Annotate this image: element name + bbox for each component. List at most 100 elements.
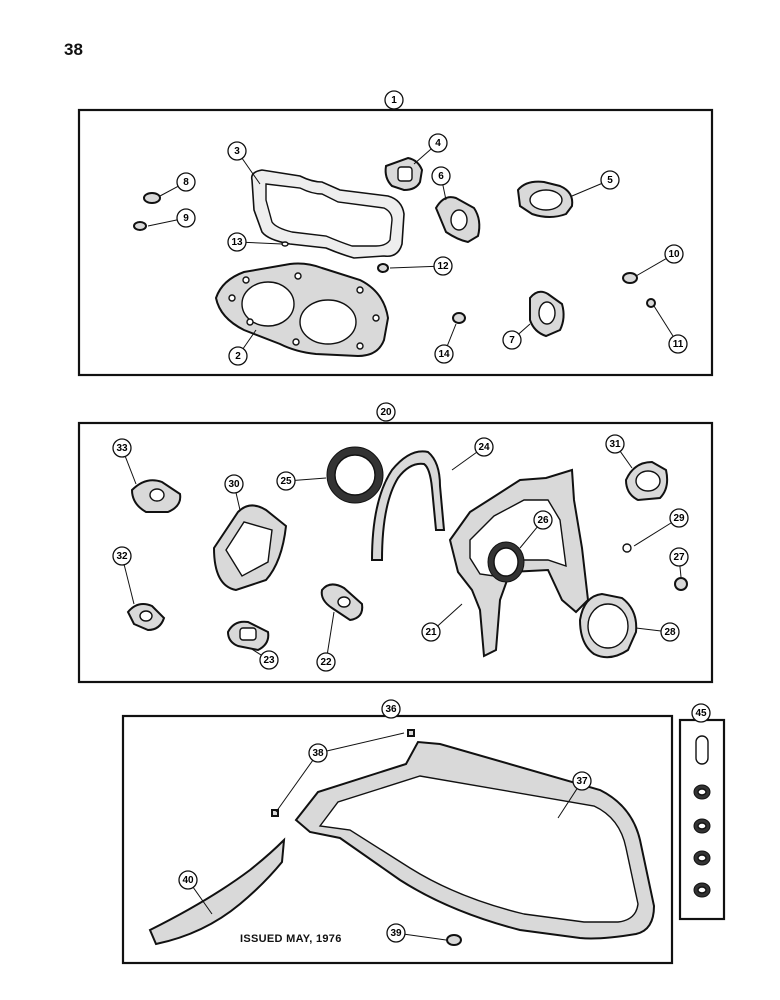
callout-5: 5 (571, 170, 620, 197)
callout-36: 36 (381, 699, 401, 719)
callout-circle-32 (112, 546, 132, 566)
callout-label-38: 38 (312, 748, 324, 759)
leader-32 (123, 564, 135, 605)
part-45-sleeve (695, 735, 709, 765)
callout-label-32: 32 (116, 551, 128, 562)
callout-8: 8 (159, 172, 196, 197)
callout-circle-14 (434, 344, 454, 364)
callout-circle-2 (228, 346, 248, 366)
callout-label-28: 28 (664, 627, 676, 638)
callout-label-39: 39 (390, 928, 402, 939)
callout-label-24: 24 (478, 442, 490, 453)
callout-circle-24 (474, 437, 494, 457)
callout-22: 22 (316, 611, 336, 672)
frame-group-1 (77, 108, 714, 377)
part-45-seal-rings (693, 784, 711, 898)
callout-25: 25 (276, 471, 327, 491)
page-number: 38 (64, 40, 83, 59)
callout-label-12: 12 (437, 261, 449, 272)
part-9-washer (133, 221, 147, 231)
callout-circle-26 (533, 510, 553, 530)
callout-circle-5 (600, 170, 620, 190)
leader-21 (437, 603, 463, 627)
callout-circle-39 (386, 923, 406, 943)
callout-label-37: 37 (576, 776, 588, 787)
callout-label-6: 6 (438, 171, 444, 182)
callout-10: 10 (635, 244, 684, 277)
part-13-ring (281, 241, 289, 247)
callout-26: 26 (519, 510, 553, 549)
callout-circle-11 (668, 334, 688, 354)
callout-circle-9 (176, 208, 196, 228)
callout-1: 1 (384, 90, 404, 110)
leader-8 (159, 185, 179, 197)
leader-3 (241, 158, 261, 185)
callout-circle-38 (308, 743, 328, 763)
callout-37: 37 (557, 771, 592, 819)
leader-9 (147, 219, 178, 227)
callout-circle-13 (227, 232, 247, 252)
callout-label-8: 8 (183, 177, 189, 188)
callout-circle-25 (276, 471, 296, 491)
leader-26 (519, 526, 538, 549)
callout-circle-4 (428, 133, 448, 153)
callout-40: 40 (178, 870, 213, 915)
callout-circle-45 (691, 703, 711, 723)
callout-3: 3 (227, 141, 261, 185)
callout-circle-30 (224, 474, 244, 494)
callout-label-13: 13 (231, 237, 243, 248)
part-29-o-ring (622, 543, 632, 553)
callout-circle-33 (112, 438, 132, 458)
part-38-plug-a (407, 729, 415, 737)
callout-circle-10 (664, 244, 684, 264)
leader-25 (294, 477, 327, 481)
leader-4 (413, 148, 432, 165)
callout-label-40: 40 (182, 875, 194, 886)
callout-label-4: 4 (435, 138, 441, 149)
callout-33: 33 (112, 438, 137, 485)
callout-27: 27 (669, 547, 689, 578)
leader-12 (389, 265, 435, 269)
callout-circle-31 (605, 434, 625, 454)
callout-circle-23 (259, 650, 279, 670)
callout-label-25: 25 (280, 476, 292, 487)
part-8-washer (143, 192, 161, 204)
part-2-bore-2 (299, 299, 357, 345)
leader-37 (557, 788, 578, 819)
part-2-bore-1 (241, 281, 295, 327)
callout-13: 13 (227, 232, 283, 252)
leader-24 (451, 451, 477, 471)
callout-label-7: 7 (509, 335, 515, 346)
callout-9: 9 (147, 208, 196, 228)
callout-4: 4 (413, 133, 448, 165)
leader-23 (249, 647, 262, 656)
callout-45: 45 (691, 703, 711, 723)
leader-40 (192, 887, 213, 915)
leader-38 (326, 732, 405, 752)
part-2-head-gasket (214, 262, 390, 358)
callout-circle-22 (316, 652, 336, 672)
callout-21: 21 (421, 603, 463, 642)
part-40-strip-gasket (148, 837, 286, 946)
callout-label-23: 23 (263, 655, 275, 666)
callout-14: 14 (434, 323, 457, 364)
callout-circle-8 (176, 172, 196, 192)
callout-label-11: 11 (673, 339, 684, 350)
callout-circle-21 (421, 622, 441, 642)
callout-label-26: 26 (537, 515, 549, 526)
callout-circle-29 (669, 508, 689, 528)
callout-circle-12 (433, 256, 453, 276)
callout-circle-7 (502, 330, 522, 350)
callout-30: 30 (224, 474, 244, 511)
callout-6: 6 (431, 166, 451, 201)
callout-label-45: 45 (695, 708, 707, 719)
part-3-inner (265, 183, 393, 247)
callout-11: 11 (653, 305, 688, 354)
callout-2: 2 (228, 329, 257, 366)
callout-label-5: 5 (607, 175, 613, 186)
part-27-washer (674, 577, 688, 591)
callout-label-2: 2 (235, 351, 241, 362)
leader-14 (446, 323, 457, 346)
callout-38: 38 (275, 732, 405, 813)
callout-label-33: 33 (116, 443, 128, 454)
